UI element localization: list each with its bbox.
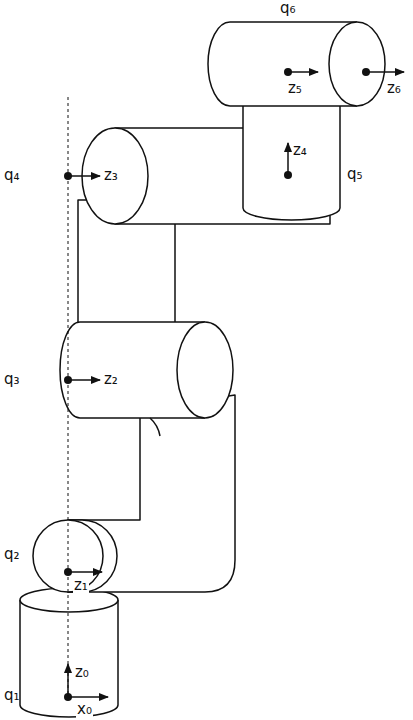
joint5-body (243, 95, 340, 220)
axis-arrow (68, 175, 100, 177)
joint-label: q₁ (3, 687, 21, 704)
base-cylinder (20, 600, 118, 717)
axis-label: z₀ (74, 664, 90, 681)
joint3-edge (150, 418, 160, 436)
joint-label: q₂ (3, 546, 21, 563)
axis-arrow (68, 379, 100, 381)
joint6-face (329, 22, 385, 106)
axis-arrow (68, 571, 102, 573)
axis-label: z₃ (103, 167, 119, 184)
axis-arrow (68, 696, 108, 698)
joint-label: q₆ (279, 0, 297, 17)
axis-arrow (288, 71, 318, 73)
joint-label: q₅ (346, 166, 364, 183)
axis-arrow (67, 664, 69, 697)
joint3-face (177, 322, 233, 418)
joint-label: q₃ (3, 371, 21, 388)
axis-arrow (287, 143, 289, 175)
axis-label: x₀ (76, 701, 93, 718)
axis-label: z₂ (103, 371, 119, 388)
axis-label: z₁ (73, 577, 89, 594)
axis-arrow (366, 71, 404, 73)
joint-label: q₄ (3, 167, 21, 184)
axis-label: z₆ (386, 80, 402, 97)
axis-label: z₅ (287, 80, 303, 97)
axis-label: z₄ (292, 142, 308, 159)
base-axis (68, 97, 69, 700)
